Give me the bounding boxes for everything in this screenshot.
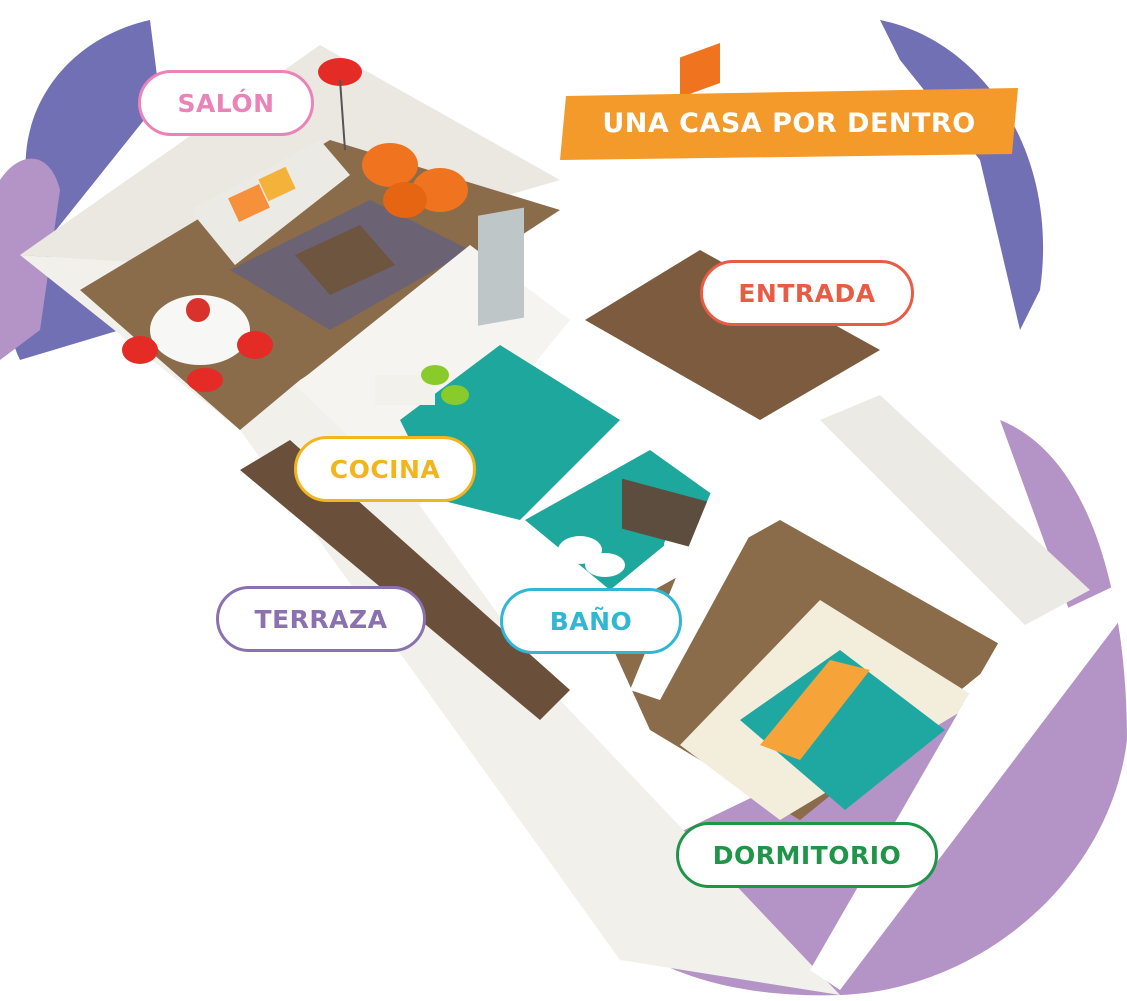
- green-chair: [421, 365, 449, 385]
- sofa-cushion: [228, 184, 270, 222]
- dining-table: [150, 295, 250, 365]
- inner-wall-kitchen: [420, 495, 540, 612]
- background-blob-top-right: [880, 20, 1044, 330]
- title-banner: [560, 88, 1018, 160]
- bed-throw: [760, 660, 870, 760]
- salon-sofa: [190, 140, 350, 265]
- page-title: UNA CASA POR DENTRO: [602, 107, 976, 139]
- bidet: [585, 553, 625, 577]
- floor-lamp-shade: [318, 58, 362, 86]
- label-bano: BAÑO: [500, 588, 682, 654]
- label-dormitorio: DORMITORIO: [676, 822, 938, 888]
- wardrobe: [820, 395, 1090, 625]
- dining-chair-2: [237, 331, 273, 359]
- dining-chair-3: [187, 368, 223, 392]
- label-terraza: TERRAZA: [216, 586, 426, 652]
- label-salon: SALÓN: [138, 70, 314, 136]
- terrace-floor: [240, 440, 570, 720]
- dining-chair-1: [122, 336, 158, 364]
- entrance-floor: [585, 250, 880, 420]
- orange-chair-3: [383, 182, 427, 218]
- flowers: [186, 298, 210, 322]
- orange-painting: [680, 42, 720, 98]
- coffee-table: [295, 225, 395, 295]
- label-entrada: ENTRADA: [700, 260, 914, 326]
- floor-lamp-pole: [339, 79, 346, 151]
- bed: [740, 650, 945, 810]
- fridge: [478, 207, 524, 326]
- title-banner-shape: [560, 88, 1018, 160]
- sofa-cushion-2: [258, 166, 296, 202]
- label-cocina: COCINA: [294, 436, 476, 502]
- green-chair-2: [441, 385, 469, 405]
- orange-chair-1: [362, 143, 418, 187]
